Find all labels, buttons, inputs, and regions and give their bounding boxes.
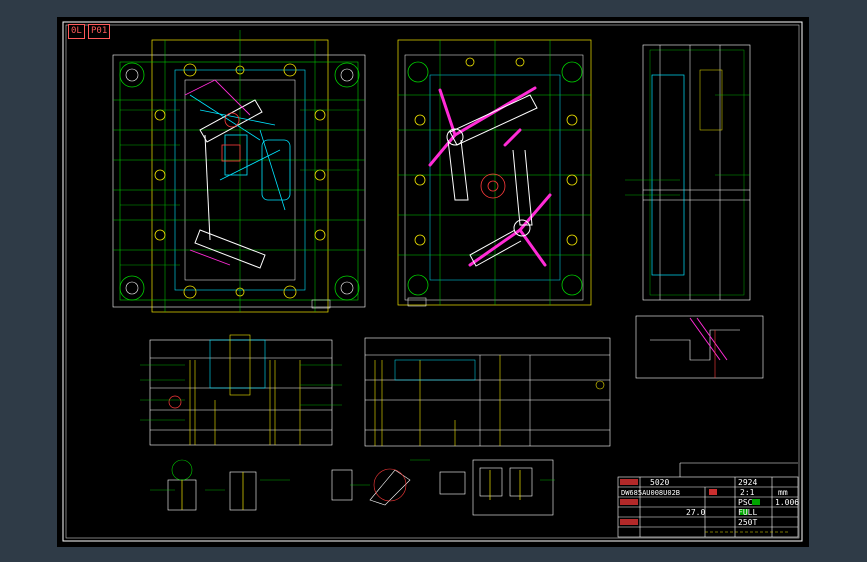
units-value: mm xyxy=(778,488,788,497)
plan-view-right xyxy=(397,39,592,307)
code-c: FULL xyxy=(738,508,757,517)
title-block-accents xyxy=(620,479,790,533)
scale-value: 2:1 xyxy=(740,488,755,497)
title-row-1: 5020 xyxy=(650,478,669,487)
section-view-a xyxy=(140,334,342,446)
sheet-tag-page[interactable]: P01 xyxy=(88,24,111,39)
bottom-details xyxy=(150,459,555,516)
outer-frame xyxy=(62,21,803,542)
title-block-frame xyxy=(617,462,799,538)
side-section-view xyxy=(625,44,751,301)
section-view-b xyxy=(364,337,611,447)
sheet-tag-layer[interactable]: 0L xyxy=(68,24,85,39)
detail-view-right xyxy=(635,315,764,379)
drawing-number: DW685AU008U02B xyxy=(621,489,680,497)
code-b: PSC xyxy=(738,498,753,507)
code-e: 1.006 xyxy=(775,498,799,507)
code-d: 250T xyxy=(738,518,757,527)
plan-view-left xyxy=(112,30,366,313)
inner-frame xyxy=(65,24,800,539)
code-a: 2924 xyxy=(738,478,757,487)
weight-value: 27.0 xyxy=(686,508,705,517)
paper-background xyxy=(57,17,809,547)
